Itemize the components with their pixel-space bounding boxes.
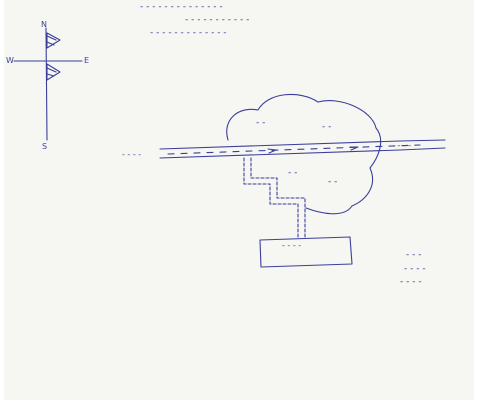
road-bottom-line (159, 147, 446, 159)
signature-line-2: - - - - (404, 264, 426, 274)
road-arrow-icon-2 (349, 146, 359, 151)
compass-west-label: W (6, 56, 14, 65)
compass-north-label: N (41, 20, 47, 29)
area-label-3: - - (288, 168, 297, 178)
header-line-3: - - - - - - - - - - - - - (150, 28, 227, 38)
access-path-inner (250, 157, 306, 239)
north-arrow-icon (13, 27, 83, 141)
compass-east-label: E (84, 56, 89, 65)
building-outline (259, 236, 353, 268)
road-label-left: - - - - (122, 150, 141, 159)
building-label: - - - - (282, 241, 301, 250)
compass-south-label: S (42, 142, 47, 151)
area-label-4: - - (328, 177, 337, 187)
road-top-line (159, 139, 446, 150)
header-line-2: - - - - - - - - - - - (185, 15, 249, 25)
area-label-2: - - (322, 122, 331, 132)
road-arrow-icon (267, 148, 277, 154)
paper-sheet (4, 0, 474, 400)
road-label-right: - - - - (392, 141, 411, 150)
road-center-dashes (167, 144, 421, 155)
signature-line-3: - - - - (400, 277, 422, 287)
header-line-1: - - - - - - - - - - - - - - (140, 2, 223, 12)
area-label-1: - - (256, 118, 265, 128)
access-path (243, 157, 299, 239)
area-boundary (226, 93, 382, 215)
signature-line-1: - - - (406, 250, 421, 260)
